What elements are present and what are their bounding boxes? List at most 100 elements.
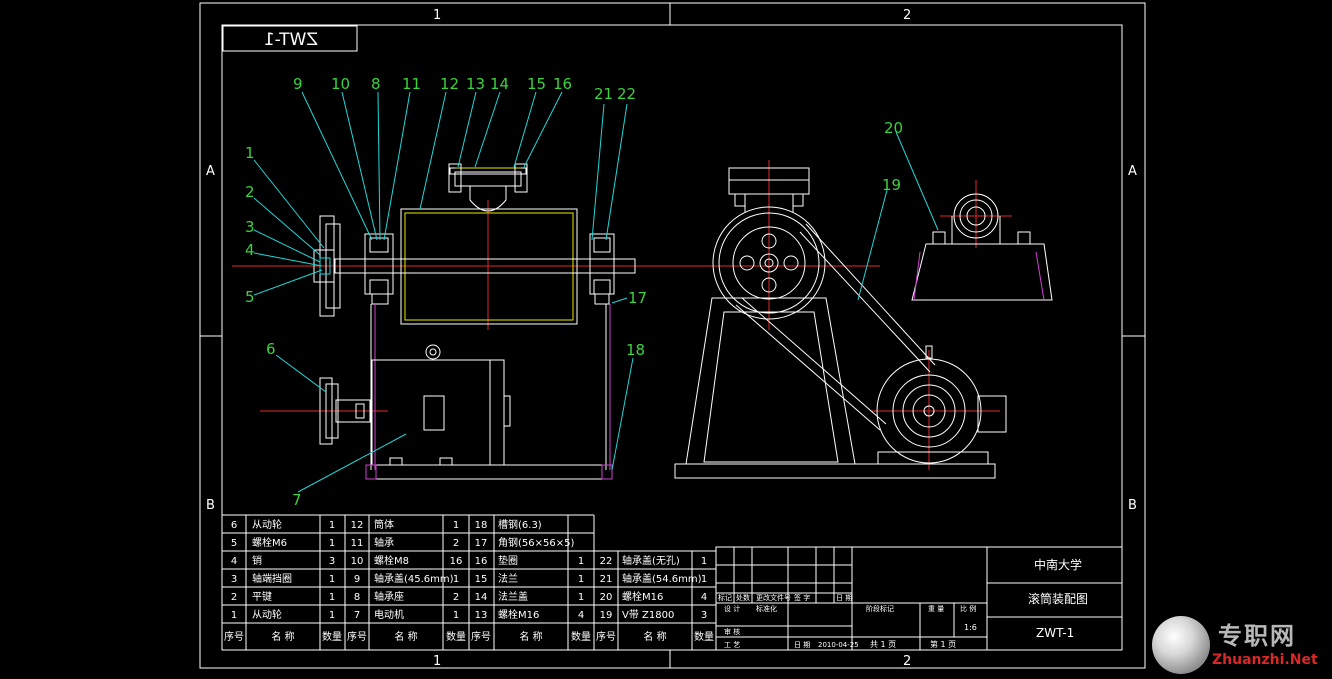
watermark-logo-ball xyxy=(1152,616,1210,674)
tb-label-date2: 日 期 xyxy=(794,641,810,649)
zone-left-a: A xyxy=(206,164,215,179)
tb-label-design: 设 计 xyxy=(724,604,740,613)
parts-cell-r1-c4: 轴承 xyxy=(374,536,394,549)
parts-header-9: 序号 xyxy=(596,630,616,643)
balloon-22: 22 xyxy=(617,85,636,103)
parts-cell-r3-c1: 轴端挡圈 xyxy=(252,572,292,585)
balloon-7: 7 xyxy=(292,491,302,509)
parts-cell-r4-c10: 螺栓M16 xyxy=(622,590,663,603)
parts-cell-r0-c6: 18 xyxy=(475,520,488,531)
parts-cell-r1-c6: 17 xyxy=(475,538,488,549)
parts-cell-r0-c0: 6 xyxy=(231,520,237,531)
parts-cell-r1-c3: 11 xyxy=(351,538,364,549)
tb-label-review: 审 核 xyxy=(724,627,740,636)
parts-cell-r2-c10: 轴承盖(无孔) xyxy=(622,554,680,567)
parts-cell-r1-c2: 1 xyxy=(329,538,335,549)
parts-cell-r4-c1: 平键 xyxy=(252,590,272,603)
tb-label-change: 更改文件号 xyxy=(756,593,791,602)
parts-cell-r2-c4: 螺栓M8 xyxy=(374,554,409,567)
zone-top-2: 2 xyxy=(903,8,911,23)
tb-date-value: 2010-04-25 xyxy=(818,641,859,649)
parts-header-3: 序号 xyxy=(347,630,367,643)
front-view xyxy=(232,163,690,480)
parts-cell-r3-c0: 3 xyxy=(231,574,237,585)
tb-sheet-no: 第 1 页 xyxy=(930,639,956,649)
tb-label-process: 工 艺 xyxy=(724,641,740,649)
parts-cell-r2-c2: 3 xyxy=(329,556,335,567)
balloon-14: 14 xyxy=(490,75,509,93)
parts-cell-r5-c5: 1 xyxy=(453,610,459,621)
parts-cell-r4-c11: 4 xyxy=(701,592,707,603)
balloon-numbers: 1 2 3 4 5 6 7 8 9 10 11 12 13 14 15 16 1… xyxy=(245,75,903,509)
zone-labels: 1 2 1 2 A B A B xyxy=(206,8,1137,669)
parts-cell-r3-c8: 1 xyxy=(578,574,584,585)
tb-label-count: 处数 xyxy=(736,593,750,602)
balloon-5: 5 xyxy=(245,288,255,306)
balloon-10: 10 xyxy=(331,75,350,93)
parts-cell-r2-c3: 10 xyxy=(351,556,364,567)
balloon-12: 12 xyxy=(440,75,459,93)
zone-bottom-2: 2 xyxy=(903,654,911,669)
zone-right-a: A xyxy=(1128,164,1137,179)
parts-cell-r5-c2: 1 xyxy=(329,610,335,621)
balloon-19: 19 xyxy=(882,176,901,194)
parts-cell-r2-c5: 16 xyxy=(450,556,463,567)
title-block-text: 中南大学 滚筒装配图 ZWT-1 标记 处数 更改文件号 签 字 日 期 设 计… xyxy=(718,557,1088,649)
watermark-site-cn: 专职网 xyxy=(1218,622,1296,650)
parts-cell-r2-c6: 16 xyxy=(475,556,488,567)
drawing-frame xyxy=(199,2,1146,669)
parts-cell-r4-c2: 1 xyxy=(329,592,335,603)
balloon-3: 3 xyxy=(245,218,255,236)
tb-label-standard: 标准化 xyxy=(756,604,777,613)
parts-cell-r3-c5: 1 xyxy=(453,574,459,585)
parts-cell-r3-c9: 21 xyxy=(600,574,613,585)
parts-cell-r5-c8: 4 xyxy=(578,610,584,621)
parts-header-1: 名 称 xyxy=(271,630,294,643)
parts-cell-r4-c5: 2 xyxy=(453,592,459,603)
parts-header-5: 数量 xyxy=(446,630,466,643)
parts-cell-r5-c9: 19 xyxy=(600,610,613,621)
tb-label-mark: 标记 xyxy=(718,593,732,602)
parts-cell-r2-c7: 垫圈 xyxy=(498,554,518,567)
parts-cell-r5-c11: 3 xyxy=(701,610,707,621)
parts-cell-r3-c2: 1 xyxy=(329,574,335,585)
parts-header-11: 数量 xyxy=(694,630,714,643)
parts-cell-r4-c4: 轴承座 xyxy=(374,590,404,603)
side-view xyxy=(674,160,1053,479)
parts-cell-r5-c0: 1 xyxy=(231,610,237,621)
tb-label-scale: 比 例 xyxy=(960,604,976,613)
parts-cell-r5-c1: 从动轮 xyxy=(252,608,282,621)
balloon-11: 11 xyxy=(402,75,421,93)
parts-header-4: 名 称 xyxy=(394,630,417,643)
parts-cell-r4-c0: 2 xyxy=(231,592,237,603)
school-name: 中南大学 xyxy=(1034,557,1082,572)
parts-cell-r5-c3: 7 xyxy=(354,610,360,621)
parts-cell-r2-c11: 1 xyxy=(701,556,707,567)
zone-top-1: 1 xyxy=(433,8,441,23)
parts-cell-r0-c7: 槽钢(6.3) xyxy=(498,518,542,531)
parts-cell-r3-c10: 轴承盖(54.6mm) xyxy=(622,572,702,585)
zone-left-b: B xyxy=(206,498,215,513)
parts-cell-r4-c3: 8 xyxy=(354,592,360,603)
leader-lines xyxy=(253,91,939,493)
parts-cell-r4-c6: 14 xyxy=(475,592,488,603)
parts-cell-r2-c8: 1 xyxy=(578,556,584,567)
mirrored-code-text: ZWT-1 xyxy=(264,30,318,50)
balloon-1: 1 xyxy=(245,144,255,162)
parts-header-10: 名 称 xyxy=(643,630,666,643)
parts-list-table xyxy=(222,514,717,650)
parts-cell-r3-c7: 法兰 xyxy=(498,572,518,585)
parts-cell-r0-c3: 12 xyxy=(351,520,364,531)
parts-cell-r5-c4: 电动机 xyxy=(374,608,404,621)
parts-cell-r4-c9: 20 xyxy=(600,592,613,603)
parts-header-7: 名 称 xyxy=(519,630,542,643)
parts-cell-r1-c7: 角钢(56×56×5) xyxy=(498,536,574,549)
parts-cell-r0-c5: 1 xyxy=(453,520,459,531)
tb-label-weight: 重 量 xyxy=(928,605,944,613)
balloon-20: 20 xyxy=(884,119,903,137)
parts-cell-r2-c1: 销 xyxy=(252,554,262,567)
parts-cell-r1-c5: 2 xyxy=(453,538,459,549)
parts-cell-r3-c3: 9 xyxy=(354,574,360,585)
parts-header-0: 序号 xyxy=(224,630,244,643)
